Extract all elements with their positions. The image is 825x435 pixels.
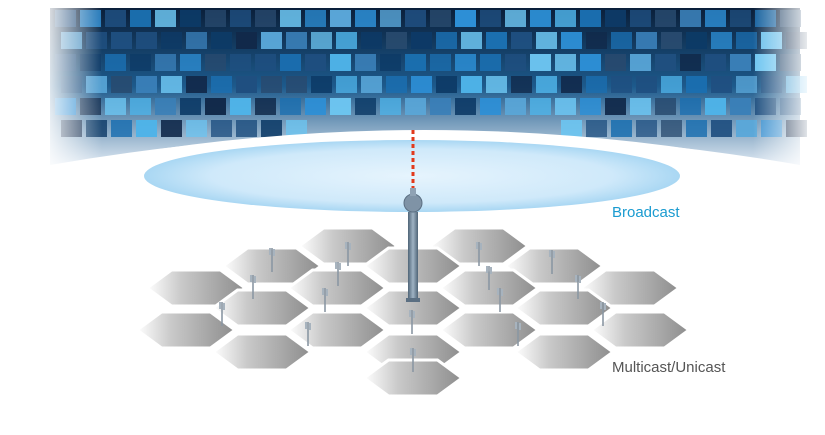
cell-hexagon [285, 310, 389, 350]
cell-antenna-icon [305, 322, 311, 346]
cell-hexagon [437, 310, 541, 350]
cell-hexagon [512, 332, 616, 372]
cell-antenna-icon [219, 302, 225, 326]
cell-antenna-icon [345, 242, 351, 266]
cell-antenna-icon [549, 250, 555, 274]
multicast-unicast-label: Multicast/Unicast [612, 359, 726, 376]
cell-antennas [219, 242, 606, 372]
cell-hexagon [512, 288, 616, 328]
cell-hexagon [285, 268, 389, 308]
cell-hexagon [210, 288, 314, 328]
cell-hexagon [588, 310, 692, 350]
cell-antenna-icon [269, 248, 275, 272]
cell-antenna-icon [575, 275, 581, 299]
broadcast-label: Broadcast [612, 204, 680, 221]
cell-hexagon [134, 310, 238, 350]
cell-antenna-icon [515, 322, 521, 346]
cell-hexagon [144, 268, 248, 308]
cell-antenna-icon [335, 262, 341, 286]
cell-antenna-icon [486, 266, 492, 290]
cell-hexagon [361, 288, 465, 328]
broadcast-tower-icon [403, 188, 423, 302]
cell-hexagon [361, 358, 465, 398]
cell-antenna-icon [476, 242, 482, 266]
cell-antenna-icon [410, 348, 416, 372]
cell-hexagon [210, 332, 314, 372]
cell-antenna-icon [322, 288, 328, 312]
cell-antenna-icon [250, 275, 256, 299]
cell-antenna-icon [409, 310, 415, 334]
cell-antenna-icon [497, 288, 503, 312]
cell-antenna-icon [600, 302, 606, 326]
